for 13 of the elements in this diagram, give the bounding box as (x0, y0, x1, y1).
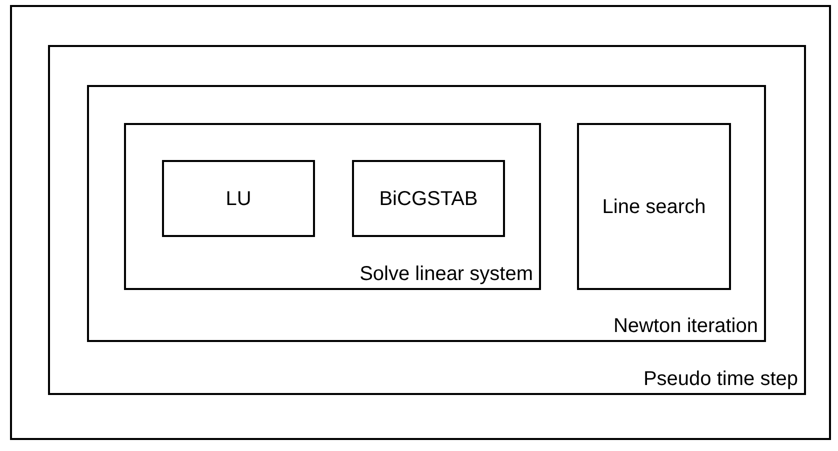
process-box (352, 160, 505, 237)
box-label: Pseudo time step (643, 369, 798, 389)
box-label: Newton iteration (613, 316, 758, 336)
box-label: BiCGSTAB (378, 188, 479, 208)
box-label: Solve linear system (360, 264, 533, 284)
box-label: LU (224, 188, 252, 208)
nested-box (87, 85, 766, 342)
outer-frame (10, 5, 831, 440)
nested-box (124, 123, 541, 290)
nested-box (48, 45, 806, 395)
process-box (162, 160, 315, 237)
process-box (577, 123, 731, 290)
box-label: Line search (601, 196, 707, 216)
